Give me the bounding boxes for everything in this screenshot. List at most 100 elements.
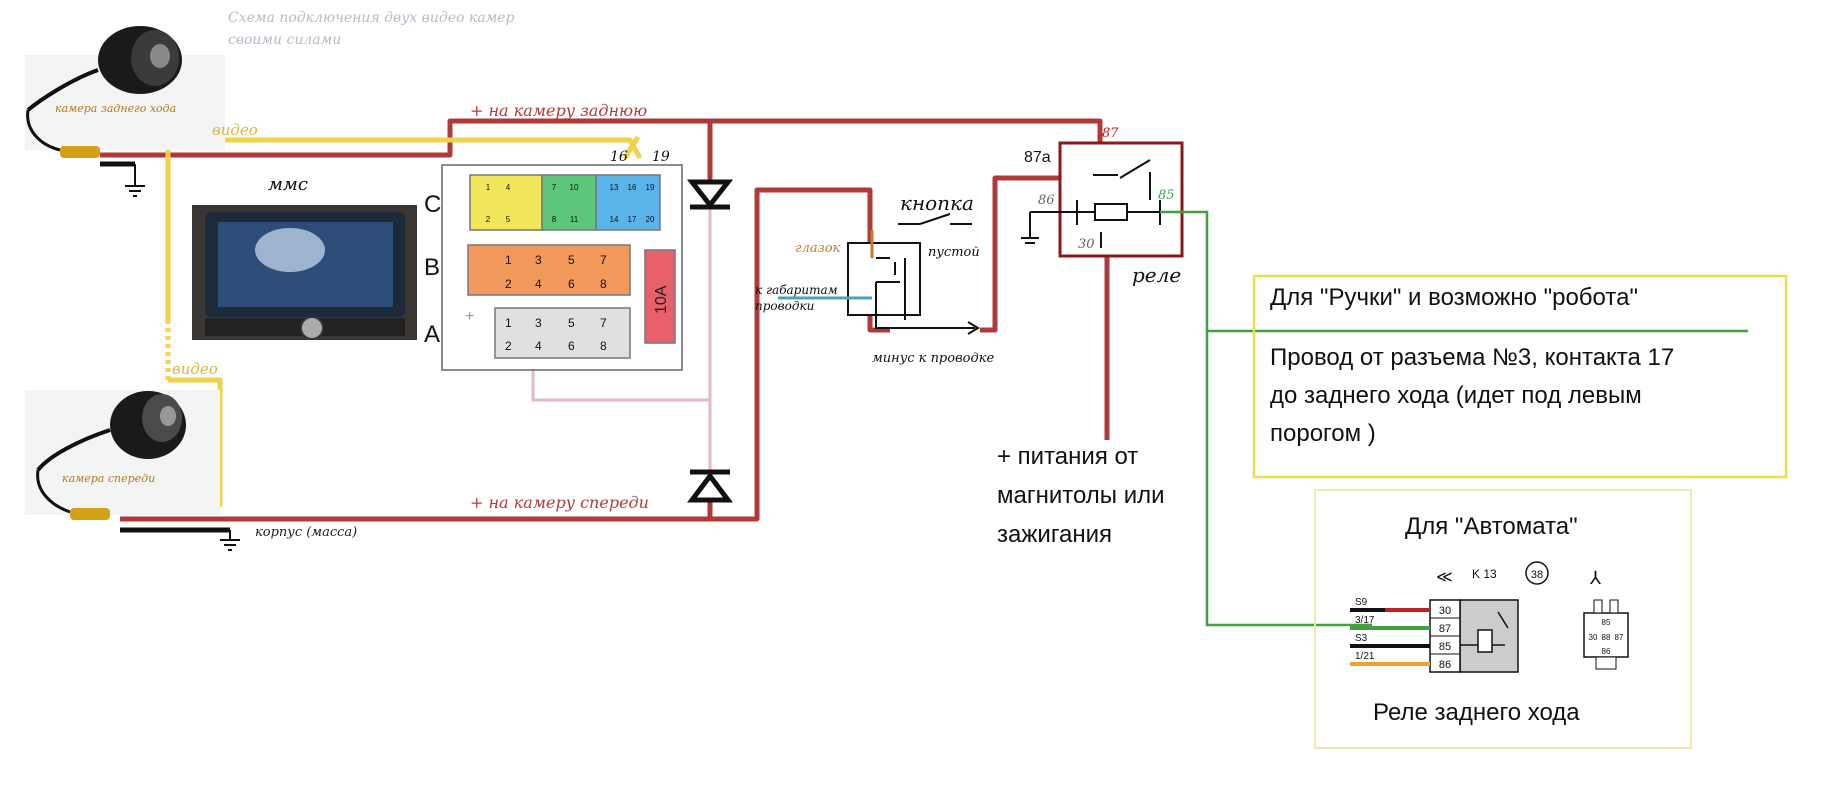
connector-c-pin: 14 <box>610 215 619 224</box>
auto-relay-pin: 87 <box>1439 623 1451 635</box>
auto-connector-pin: 85 <box>1602 618 1611 627</box>
wire-button-to-relay <box>980 175 1095 333</box>
wire-green-to-auto-relay <box>1160 210 1372 627</box>
relay-pin-30: 30 <box>1078 237 1095 252</box>
minus-label: минус к проводке <box>872 351 994 366</box>
rear-camera-label: камера заднего хода <box>55 102 176 115</box>
pin-19-label: 19 <box>652 149 670 165</box>
connector-a-pin: 3 <box>535 316 542 330</box>
connector-c-pin: 4 <box>506 183 511 192</box>
connector-a <box>494 307 631 359</box>
fuse-label: 10A <box>653 285 670 314</box>
connector-c-pin: 8 <box>552 215 557 224</box>
button-switch-icon <box>898 213 972 225</box>
power-note-line1: + питания от <box>997 443 1138 470</box>
dimensions-label-2: проводки <box>755 299 814 313</box>
body-ground-icon <box>120 527 240 551</box>
manual-box <box>1252 274 1788 479</box>
relay-pin-87: 87 <box>1102 126 1119 141</box>
connector-c-pin: 17 <box>628 215 637 224</box>
power-note-line2: магнитолы или <box>997 482 1165 509</box>
relay-coil <box>1094 203 1128 221</box>
auto-relay-drawing: ≪ K 13 38 ⅄ <box>1350 561 1629 673</box>
connector-c <box>469 174 661 231</box>
auto-wire-label: 3/17 <box>1355 615 1375 626</box>
auto-connector-pin: 30 <box>1589 633 1598 642</box>
connector-b-pin: 4 <box>535 277 542 291</box>
relay-body <box>1058 141 1184 258</box>
wire-minus <box>875 282 975 329</box>
auto-wire-label: S3 <box>1355 633 1368 644</box>
auto-connector-pin: 87 <box>1615 633 1624 642</box>
auto-connector-pin: 86 <box>1602 647 1611 656</box>
connector-a-pin: 6 <box>568 339 575 353</box>
auto-relay-pin: 30 <box>1439 605 1451 617</box>
connector-c-pin: 2 <box>486 215 491 224</box>
wire-power-front-camera <box>120 187 890 522</box>
connector-c-pin: 5 <box>506 215 511 224</box>
front-camera-label: камера спереди <box>62 472 155 485</box>
connector-c-pin: 1 <box>486 183 491 192</box>
headunit-label: ммс <box>268 174 308 195</box>
wire-power-rear-camera <box>100 118 1103 158</box>
auto-relay-pin: 85 <box>1439 641 1451 653</box>
connector-b-pin: 7 <box>600 253 607 267</box>
connector-b-pin: 6 <box>568 277 575 291</box>
connector-b-pin: 8 <box>600 277 607 291</box>
connector-b <box>467 244 631 296</box>
auto-connector-pin: 88 <box>1602 633 1611 642</box>
manual-box-line1: Провод от разъема №3, контакта 17 <box>1270 344 1674 371</box>
connector-a-pin: 2 <box>505 339 512 353</box>
connector-c-pin: 20 <box>646 215 655 224</box>
connector-c-pin: 19 <box>646 183 655 192</box>
dimensions-label-1: к габаритам <box>755 283 838 297</box>
connector-c-pin: 16 <box>628 183 637 192</box>
front-camera: камера спереди <box>25 390 220 520</box>
connector-a-pin: 4 <box>535 339 542 353</box>
power-note-line3: зажигания <box>997 521 1112 548</box>
relay-pin-85: 85 <box>1158 188 1175 203</box>
rear-camera: камера заднего хода <box>25 26 225 158</box>
row-c-label: C <box>424 191 441 218</box>
relay-pin-86: 86 <box>1038 193 1055 208</box>
auto-wire-label: S9 <box>1355 597 1368 608</box>
auto-relay-pin: 86 <box>1439 659 1451 671</box>
headunit-image <box>192 205 417 340</box>
empty-label: пустой <box>928 245 980 260</box>
connector-b-pin: 1 <box>505 253 512 267</box>
auto-box-caption: Реле заднего хода <box>1373 699 1580 726</box>
connector-b-pin: 5 <box>568 253 575 267</box>
relay-pin-87a: 87a <box>1024 149 1051 166</box>
diagram-title-line2: своими силами <box>228 32 341 48</box>
video-label-rear: видео <box>212 121 258 139</box>
connector-a-pin: 7 <box>600 316 607 330</box>
button-body <box>847 242 921 316</box>
connector-c-pin: 10 <box>570 183 579 192</box>
eye-label: глазок <box>795 241 841 256</box>
connector-a-pin: 1 <box>505 316 512 330</box>
double-chevron-icon: ≪ <box>1436 569 1453 586</box>
video-label-front: видео <box>172 360 218 378</box>
relay-label: реле <box>1132 263 1181 287</box>
plus-sign: + <box>465 308 474 325</box>
connector-a-pin: 8 <box>600 339 607 353</box>
wire-video-rear <box>100 137 643 160</box>
connector-c-pin: 7 <box>552 183 557 192</box>
relay-ground-icon <box>1021 211 1077 244</box>
button-title: кнопка <box>900 191 974 215</box>
row-b-label: B <box>424 254 440 281</box>
circle-number: 38 <box>1531 569 1543 581</box>
connector-c-pin: 13 <box>610 183 619 192</box>
connector-b-pin: 3 <box>535 253 542 267</box>
wire-video-rear-pin <box>622 135 641 160</box>
label-to-front-camera: + на камеру спереди <box>470 493 649 512</box>
diagram-title-line1: Схема подключения двух видео камер <box>228 10 514 26</box>
connector-b-pin: 2 <box>505 277 512 291</box>
label-to-rear-camera: + на камеру заднюю <box>470 101 647 120</box>
pin-16-label: 16 <box>610 149 628 165</box>
manual-box-line3: порогом ) <box>1270 420 1376 447</box>
fuse <box>644 249 676 344</box>
connector-a-pin: 5 <box>568 316 575 330</box>
manual-box-line2: до заднего хода (идет под левым <box>1270 382 1642 409</box>
diode-top-icon <box>686 179 734 210</box>
